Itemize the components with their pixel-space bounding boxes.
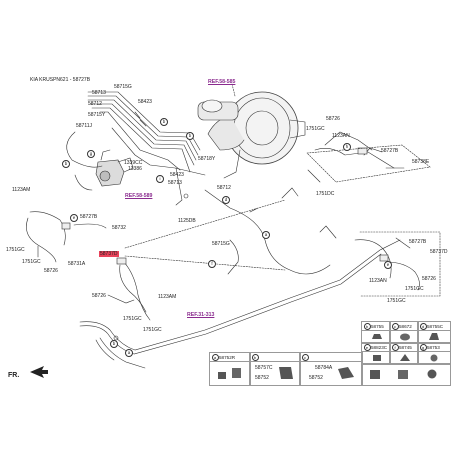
ref-link-31-313[interactable]: REF.31-313 bbox=[187, 312, 215, 318]
highlighted-part-58737D[interactable]: 58737D bbox=[99, 251, 119, 257]
upper-right-cable bbox=[307, 131, 405, 183]
part-label[interactable]: 58711J bbox=[76, 123, 93, 129]
right-wheel-cable bbox=[354, 237, 420, 291]
part-label[interactable]: 58715G bbox=[114, 84, 132, 90]
mid-left-cable bbox=[107, 257, 151, 321]
bottom-brake-line bbox=[79, 239, 401, 369]
table-code: 58757C bbox=[255, 365, 273, 371]
part-label[interactable]: 58727B bbox=[381, 148, 399, 154]
table-code: 58784A bbox=[315, 365, 333, 371]
clip-icons-row bbox=[370, 369, 437, 379]
part-label[interactable]: 58713 bbox=[168, 180, 182, 186]
part-label[interactable]: 58712 bbox=[217, 185, 231, 191]
part-label[interactable]: 58732 bbox=[112, 225, 126, 231]
part-label[interactable]: 1125DB bbox=[178, 218, 196, 224]
clip-icon bbox=[372, 334, 382, 339]
callout-circle[interactable]: b bbox=[62, 160, 70, 168]
part-label[interactable]: 58712 bbox=[88, 101, 102, 107]
ref-link-58-589[interactable]: REF.58-589 bbox=[125, 193, 153, 199]
callout-circle[interactable]: a bbox=[125, 349, 133, 357]
model-code: KIA KRUSPN621 - 58727B bbox=[30, 77, 91, 83]
clamp-icon bbox=[373, 355, 381, 361]
table-code: 58752 bbox=[309, 375, 323, 381]
part-label[interactable]: 13386 bbox=[128, 166, 142, 172]
part-label[interactable]: 58726 bbox=[92, 293, 106, 299]
part-label[interactable]: 1123AM bbox=[158, 294, 177, 300]
callout-circle[interactable]: b bbox=[110, 340, 118, 348]
part-label[interactable]: 1751GC bbox=[387, 298, 406, 304]
clip-icon bbox=[218, 368, 241, 379]
part-label[interactable]: 58727B bbox=[80, 214, 98, 220]
front-arrow-icon bbox=[30, 366, 48, 378]
part-label[interactable]: 58726 bbox=[422, 276, 436, 282]
callout-circle[interactable]: e bbox=[70, 214, 78, 222]
clip-icon bbox=[400, 354, 410, 361]
callout-circle[interactable]: h bbox=[343, 143, 351, 151]
part-label[interactable]: 58726 bbox=[44, 268, 58, 274]
callout-circle[interactable]: f bbox=[208, 260, 216, 268]
part-label[interactable]: 58738E bbox=[412, 159, 430, 165]
part-label[interactable]: 58731A bbox=[68, 261, 86, 267]
part-label[interactable]: 1123AN bbox=[332, 133, 350, 139]
callout-circle[interactable]: d bbox=[222, 196, 230, 204]
bracket-icon bbox=[429, 333, 439, 340]
brake-booster bbox=[197, 91, 306, 179]
part-label[interactable]: 58737D bbox=[430, 249, 448, 255]
grommet-icon bbox=[430, 354, 438, 362]
part-label[interactable]: 58715G bbox=[212, 241, 230, 247]
ref-link-58-585[interactable]: REF.58-585 bbox=[208, 79, 236, 85]
table-code: 58752 bbox=[255, 375, 269, 381]
left-wheel-cable bbox=[26, 211, 107, 263]
part-label[interactable]: 58423 bbox=[138, 99, 152, 105]
part-label[interactable]: 58423 bbox=[170, 172, 184, 178]
part-label[interactable]: 1123AM bbox=[12, 187, 31, 193]
part-label[interactable]: 58715Y bbox=[88, 112, 106, 118]
clip-icon bbox=[279, 367, 293, 379]
front-direction-label: FR. bbox=[8, 372, 20, 379]
part-label[interactable]: 1751GC bbox=[143, 327, 162, 333]
part-label[interactable]: 1751GC bbox=[123, 316, 142, 322]
callout-circle[interactable]: b bbox=[186, 132, 194, 140]
center-cable bbox=[204, 187, 337, 275]
part-label[interactable]: 1339CC bbox=[124, 160, 143, 166]
table-cell: c 58784A 58752 bbox=[299, 352, 363, 386]
part-label[interactable]: 1751GC bbox=[6, 247, 25, 253]
part-label[interactable]: 1123AN bbox=[369, 278, 387, 284]
callout-circle[interactable]: b bbox=[160, 118, 168, 126]
part-label[interactable]: 58718Y bbox=[198, 156, 216, 162]
abs-unit bbox=[95, 149, 134, 187]
table-cell-images bbox=[361, 363, 451, 386]
table-cell: b 58757C 58752 bbox=[249, 352, 301, 386]
part-label[interactable]: 58713 bbox=[92, 90, 106, 96]
callout-circle[interactable]: e bbox=[384, 261, 392, 269]
upper-brake-lines bbox=[87, 91, 206, 176]
part-label[interactable]: 58727B bbox=[409, 239, 427, 245]
part-label[interactable]: 1751GC bbox=[22, 259, 41, 265]
part-label[interactable]: 1751GC bbox=[306, 126, 325, 132]
grommet-icon bbox=[400, 333, 410, 341]
callout-circle[interactable]: i bbox=[156, 175, 164, 183]
part-label[interactable]: 1751DC bbox=[316, 191, 335, 197]
part-label[interactable]: 58726 bbox=[326, 116, 340, 122]
clip-icon bbox=[338, 367, 354, 379]
part-label[interactable]: 1751GC bbox=[405, 286, 424, 292]
callout-circle[interactable]: g bbox=[87, 150, 95, 158]
callout-circle[interactable]: a bbox=[262, 231, 270, 239]
